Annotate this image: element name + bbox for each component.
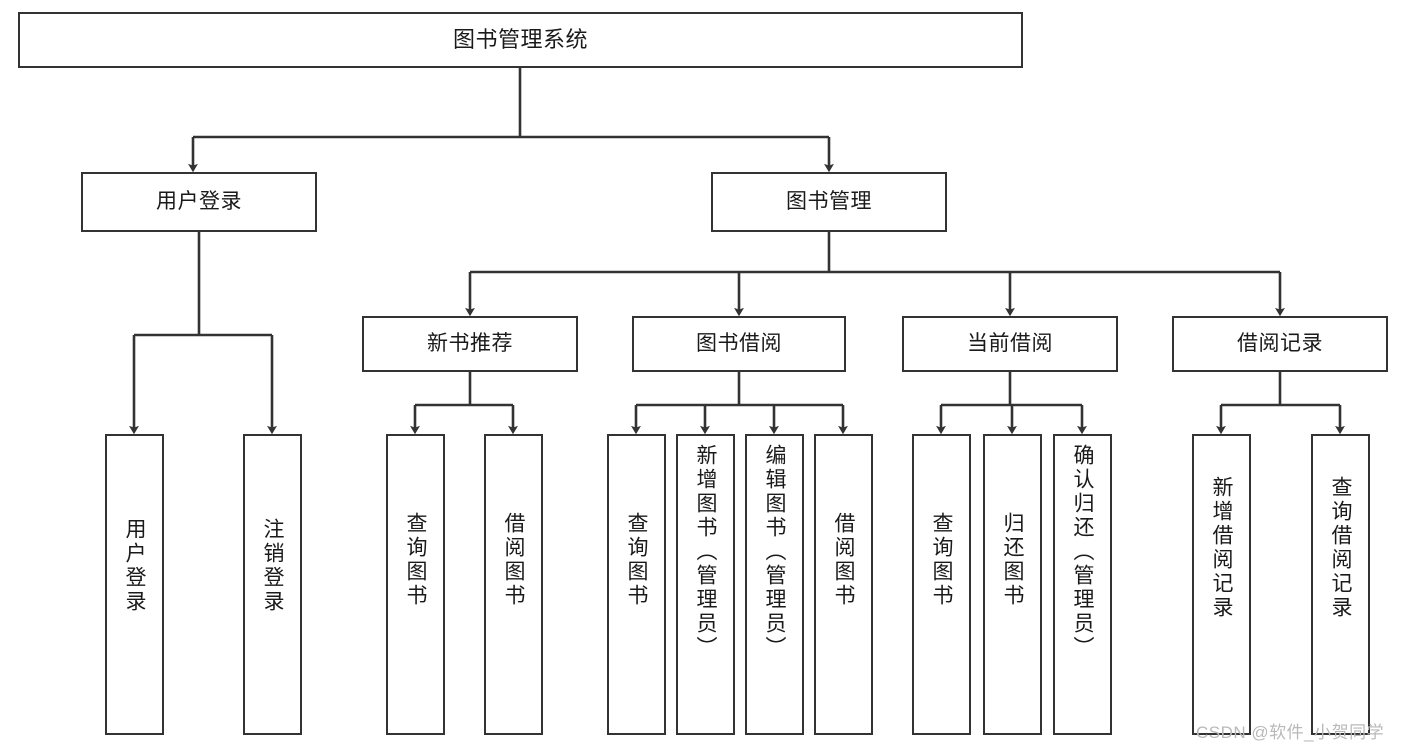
node-new-book-rec-label: 新书推荐 xyxy=(427,331,513,355)
node-leaf-borrow-book[interactable]: 借阅图书 xyxy=(814,434,873,735)
node-leaf-add-record[interactable]: 新增借阅记录 xyxy=(1192,434,1251,735)
node-leaf-logout-label: 注销登录 xyxy=(261,518,284,614)
node-borrow-record[interactable]: 借阅记录 xyxy=(1172,316,1388,372)
node-leaf-query-record-label: 查询借阅记录 xyxy=(1329,476,1352,620)
node-leaf-query-book-cur[interactable]: 查询图书 xyxy=(912,434,971,735)
node-new-book-rec[interactable]: 新书推荐 xyxy=(362,316,578,372)
csdn-watermark: CSDN @软件_小贺同学 xyxy=(1196,723,1385,742)
node-leaf-query-book-rec[interactable]: 查询图书 xyxy=(386,434,445,735)
node-leaf-borrow-book-rec[interactable]: 借阅图书 xyxy=(484,434,543,735)
node-leaf-user-login[interactable]: 用户登录 xyxy=(105,434,164,735)
node-leaf-add-book-label: 新增图书（管理员） xyxy=(694,444,717,660)
node-leaf-edit-book-label: 编辑图书（管理员） xyxy=(763,444,786,660)
node-leaf-confirm-return-label: 确认归还（管理员） xyxy=(1071,444,1094,660)
node-user-login-label: 用户登录 xyxy=(156,189,242,213)
node-leaf-borrow-book-rec-label: 借阅图书 xyxy=(502,512,525,608)
node-root[interactable]: 图书管理系统 xyxy=(18,12,1023,68)
node-borrow-record-label: 借阅记录 xyxy=(1237,331,1323,355)
node-leaf-query-book-rec-label: 查询图书 xyxy=(404,512,427,608)
node-leaf-query-book-label: 查询图书 xyxy=(625,512,648,608)
node-book-manage[interactable]: 图书管理 xyxy=(711,172,947,232)
node-book-borrow[interactable]: 图书借阅 xyxy=(632,316,846,372)
node-book-manage-label: 图书管理 xyxy=(786,189,872,213)
node-leaf-add-record-label: 新增借阅记录 xyxy=(1210,476,1233,620)
node-root-label: 图书管理系统 xyxy=(452,27,588,53)
node-leaf-query-record[interactable]: 查询借阅记录 xyxy=(1311,434,1370,735)
node-leaf-logout[interactable]: 注销登录 xyxy=(243,434,302,735)
node-current-borrow[interactable]: 当前借阅 xyxy=(902,316,1118,372)
node-leaf-edit-book[interactable]: 编辑图书（管理员） xyxy=(745,434,804,735)
node-leaf-confirm-return[interactable]: 确认归还（管理员） xyxy=(1053,434,1112,735)
node-leaf-query-book[interactable]: 查询图书 xyxy=(607,434,666,735)
node-leaf-query-book-cur-label: 查询图书 xyxy=(930,512,953,608)
node-book-borrow-label: 图书借阅 xyxy=(696,331,782,355)
node-user-login[interactable]: 用户登录 xyxy=(81,172,317,232)
node-leaf-borrow-book-label: 借阅图书 xyxy=(832,512,855,608)
node-current-borrow-label: 当前借阅 xyxy=(967,331,1053,355)
node-leaf-return-book-label: 归还图书 xyxy=(1001,512,1024,608)
node-leaf-add-book[interactable]: 新增图书（管理员） xyxy=(676,434,735,735)
node-leaf-return-book[interactable]: 归还图书 xyxy=(983,434,1042,735)
node-leaf-user-login-label: 用户登录 xyxy=(123,518,146,614)
